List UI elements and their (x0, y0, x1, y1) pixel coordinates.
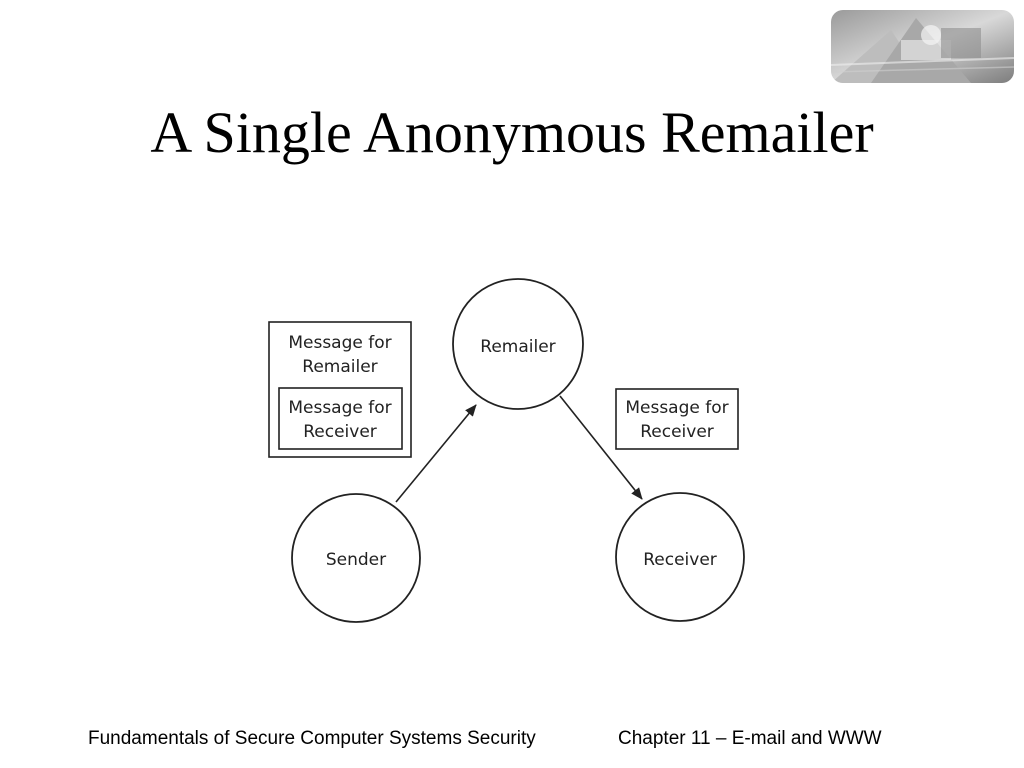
footer-course-title: Fundamentals of Secure Computer Systems … (88, 728, 536, 749)
forwarded-message-line1: Message for (625, 398, 728, 418)
outer-message-box: Message for Remailer (268, 321, 412, 458)
inner-message-line2: Receiver (303, 422, 377, 442)
remailer-node: Remailer (452, 278, 584, 410)
remailer-to-receiver-arrow (559, 395, 643, 500)
remailer-label: Remailer (480, 337, 555, 357)
inner-message-line1: Message for (288, 398, 391, 418)
forwarded-message-box: Message for Receiver (615, 388, 739, 450)
decorative-photo-icon (831, 10, 1014, 83)
forwarded-message-line2: Receiver (640, 422, 714, 442)
receiver-node: Receiver (615, 492, 745, 622)
receiver-label: Receiver (643, 550, 717, 570)
inner-message-box: Message for Receiver (278, 387, 403, 450)
sender-label: Sender (326, 550, 386, 570)
sender-node: Sender (291, 493, 421, 623)
footer-chapter: Chapter 11 – E-mail and WWW (618, 728, 882, 749)
outer-message-line1: Message for (288, 333, 391, 353)
slide-title: A Single Anonymous Remailer (150, 100, 874, 165)
outer-message-line2: Remailer (302, 357, 377, 377)
sender-to-remailer-arrow (395, 404, 477, 503)
